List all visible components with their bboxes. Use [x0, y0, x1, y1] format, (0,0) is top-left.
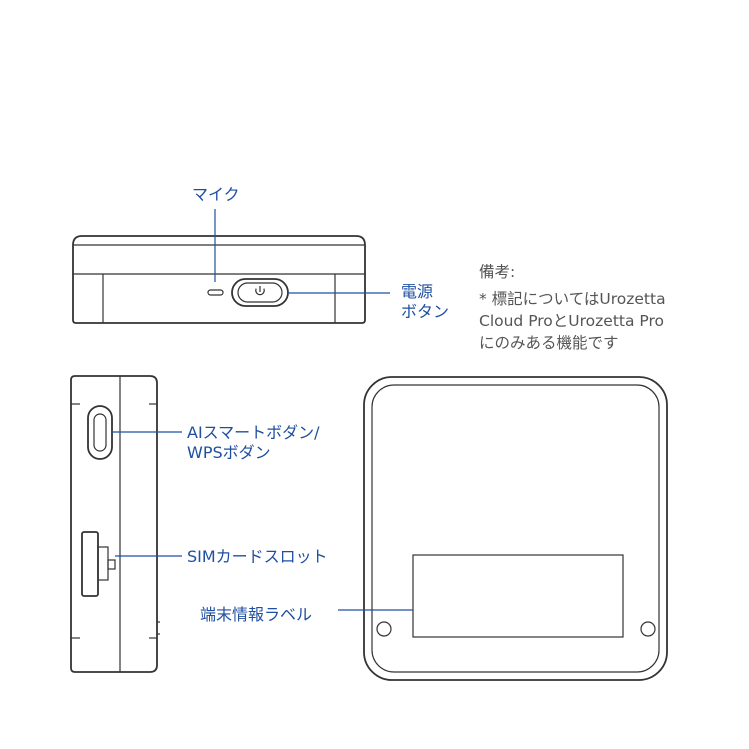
ai-button-label-line2: WPSボダン — [187, 443, 271, 462]
device-label-area — [412, 554, 624, 638]
power-button-label-line2: ボタン — [401, 302, 450, 321]
device-side-view — [70, 375, 160, 673]
mic-label: マイク — [192, 185, 240, 204]
sim-slot-icon — [81, 531, 116, 597]
leader-lines — [112, 209, 413, 611]
power-button-icon — [231, 278, 289, 307]
sim-slot-label: SIMカードスロット — [187, 547, 328, 566]
power-button-label-line1: 電源 — [401, 282, 434, 301]
device-bottom-view — [363, 376, 668, 681]
ai-button-label-line1: AIスマートボダン/ — [187, 423, 320, 442]
note-line-1: * 標記についてはUrozetta — [479, 290, 666, 308]
ai-wps-button-icon — [87, 405, 113, 460]
mic-icon — [207, 289, 224, 296]
device-front-view — [72, 235, 366, 324]
screw-left-icon — [376, 621, 392, 637]
note-line-3: にのみある機能です — [479, 334, 619, 352]
note-title: 備考: — [479, 263, 516, 281]
device-info-label: 端末情報ラベル — [200, 605, 313, 624]
note-line-2: Cloud ProとUrozetta Pro — [479, 312, 664, 330]
screw-right-icon — [640, 621, 656, 637]
